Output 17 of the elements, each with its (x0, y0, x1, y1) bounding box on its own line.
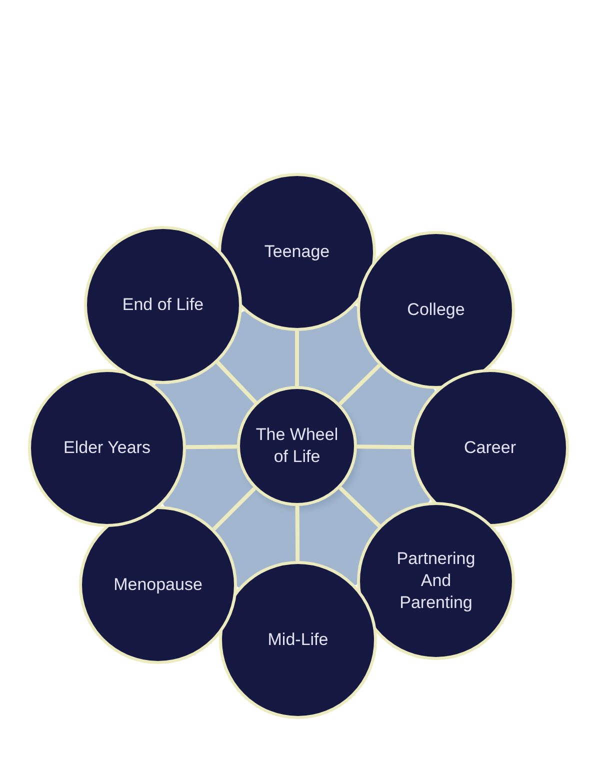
spoke-line (216, 360, 258, 404)
stage-label: Partnering And Parenting (396, 548, 476, 614)
stage-label: Elder Years (64, 436, 150, 459)
spoke-line (212, 487, 256, 531)
stage-label: Mid-Life (268, 628, 328, 651)
stage-label: Menopause (114, 574, 202, 596)
spoke-line (295, 331, 299, 386)
spoke-line (356, 444, 412, 450)
stage-label: The Wheel of Life (254, 424, 340, 468)
spoke-line (186, 444, 238, 450)
spoke-line (338, 486, 381, 528)
stage-label: College (407, 298, 465, 321)
stage-label: End of Life (122, 294, 204, 316)
stage-label: Teenage (264, 240, 330, 263)
stage-label: Career (464, 436, 516, 459)
spoke-line (338, 364, 381, 406)
spoke-line (295, 506, 300, 562)
